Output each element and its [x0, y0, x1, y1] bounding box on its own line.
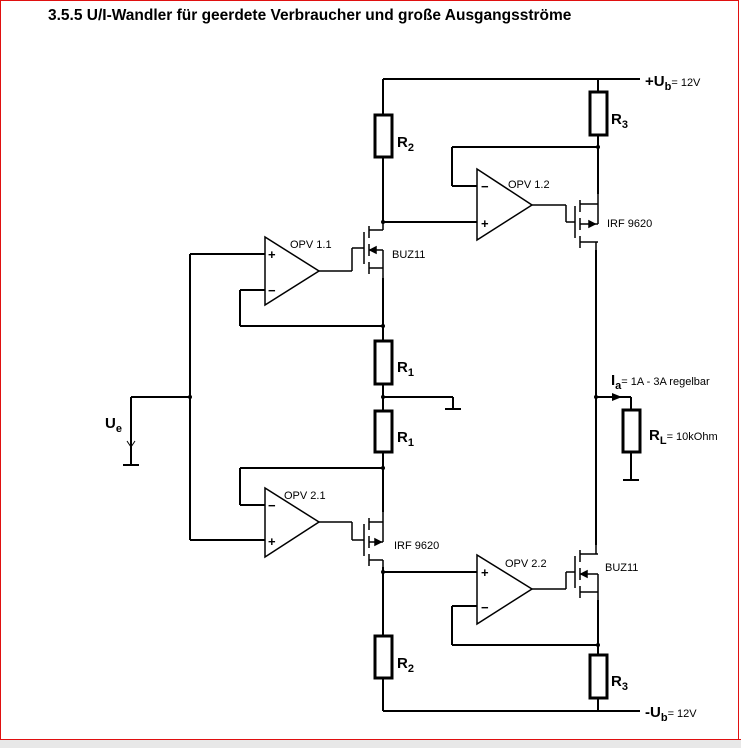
resistor-rl	[621, 408, 642, 454]
label-opv22: OPV 2.2	[505, 558, 547, 570]
pin-minus-opv21: −	[268, 498, 276, 513]
mosfet-irf9620-right	[574, 194, 599, 250]
resistor-r1-lower	[373, 409, 394, 454]
opamp-pin-markers: + − − + − + + −	[268, 179, 489, 615]
label-rl: RL= 10kOhm	[649, 427, 718, 447]
label-supply-positive: +Ub= 12V	[645, 73, 701, 93]
label-r2-top: R2	[397, 134, 414, 154]
resistors	[373, 90, 642, 700]
label-output-current: Ia= 1A - 3A regelbar	[611, 372, 710, 392]
label-irf9620-right: IRF 9620	[607, 218, 652, 230]
mosfets	[363, 194, 599, 600]
wires	[123, 78, 640, 712]
resistor-r3-bottom	[588, 653, 609, 700]
pin-plus-opv22: +	[481, 565, 489, 580]
input-voltage-arrow-icon	[126, 425, 136, 448]
opamp-opv12	[476, 167, 534, 242]
mosfet-irf9620-left	[363, 512, 384, 567]
opamps	[264, 167, 534, 626]
label-buz11-left: BUZ11	[392, 249, 425, 261]
resistor-r3-top	[588, 90, 609, 137]
label-supply-negative: -Ub= 12V	[645, 704, 697, 724]
label-r1-upper: R1	[397, 359, 414, 379]
pin-minus-opv11: −	[268, 283, 276, 298]
gate-wires	[319, 204, 575, 590]
opamp-opv22	[476, 553, 534, 626]
window-bottom-bar	[0, 739, 741, 748]
opamp-opv11	[264, 235, 321, 307]
pin-minus-opv22: −	[481, 600, 489, 615]
label-opv12: OPV 1.2	[508, 179, 550, 191]
pin-plus-opv21: +	[268, 534, 276, 549]
junctions	[188, 145, 622, 647]
pin-plus-opv12: +	[481, 216, 489, 231]
label-r1-lower: R1	[397, 429, 414, 449]
pin-minus-opv12: −	[481, 179, 489, 194]
pin-plus-opv11: +	[268, 247, 276, 262]
label-irf9620-left: IRF 9620	[394, 540, 439, 552]
mosfet-buz11-right	[574, 545, 599, 600]
label-opv11: OPV 1.1	[290, 239, 332, 251]
label-buz11-right: BUZ11	[605, 562, 638, 574]
opamp-opv21	[264, 486, 321, 559]
mosfet-buz11-left	[363, 222, 384, 278]
page-title: 3.5.5 U/I-Wandler für geerdete Verbrauch…	[48, 7, 572, 24]
label-r2-bottom: R2	[397, 655, 414, 675]
current-arrow-icon	[612, 393, 622, 401]
label-opv21: OPV 2.1	[284, 490, 326, 502]
label-r3-bottom: R3	[611, 673, 628, 693]
resistor-r2-top	[373, 113, 394, 159]
resistor-r1-upper	[373, 339, 394, 386]
label-input-voltage: Ue	[105, 415, 122, 435]
resistor-r2-bottom	[373, 634, 394, 680]
label-r3-top: R3	[611, 111, 628, 131]
